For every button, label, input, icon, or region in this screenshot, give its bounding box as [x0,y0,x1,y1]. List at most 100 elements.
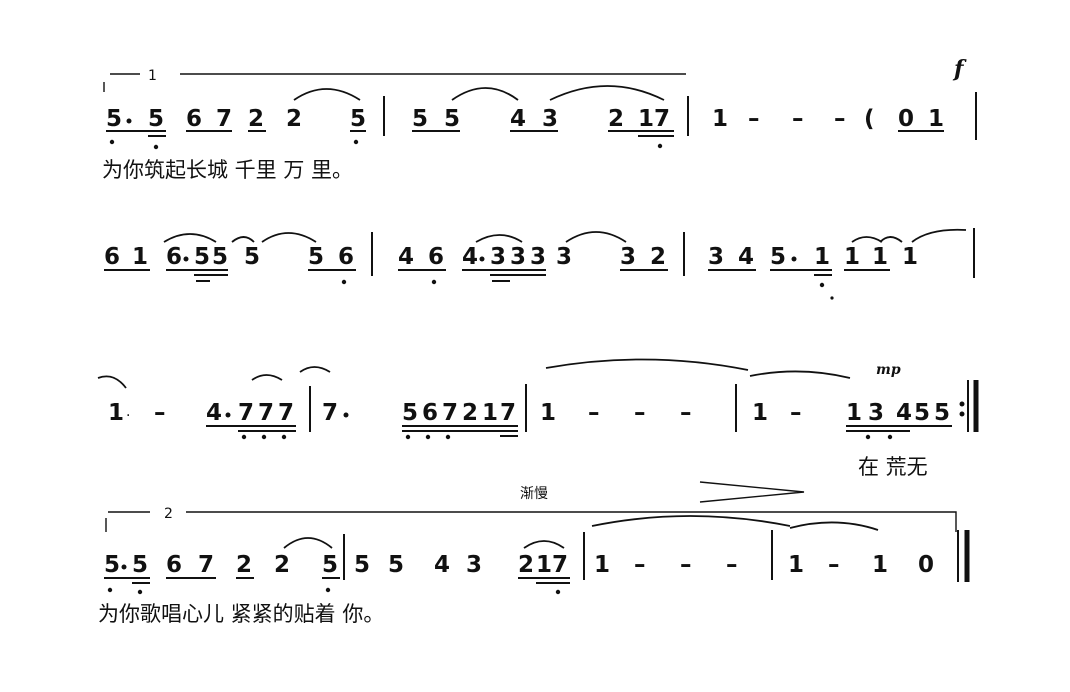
svg-text:5: 5 [388,552,404,578]
svg-text:4: 4 [896,400,912,426]
dynamic-mp: mp [876,362,901,378]
svg-text:2: 2 [286,106,302,132]
svg-text:6: 6 [186,106,202,132]
svg-text:4: 4 [462,244,478,270]
svg-text:5: 5 [148,106,164,132]
svg-text:3: 3 [530,244,546,270]
svg-text:5: 5 [354,552,370,578]
row-4-barlines [343,530,970,582]
row-1-barlines [383,92,977,140]
svg-text:1: 1 [846,400,862,426]
svg-text:5: 5 [106,106,122,132]
svg-text:–: – [634,400,646,426]
svg-text:6: 6 [104,244,120,270]
svg-text:3: 3 [490,244,506,270]
row-3-lyrics: 在 荒无 [858,455,928,479]
svg-text:·: · [126,408,130,424]
svg-text:–: – [680,400,692,426]
row-1-lyrics: 为你筑起长城 千里 万 里。 [102,158,353,182]
row-2-notes: 6 1 6 5 5 5 5 6 4 6 4 3 3 3 3 3 2 3 4 5 … [104,244,918,270]
row-3-ties [97,358,851,389]
svg-text:3: 3 [620,244,636,270]
svg-text:5: 5 [770,244,786,270]
svg-text:1: 1 [536,552,552,578]
svg-text:1: 1 [928,106,944,132]
svg-text:1: 1 [872,244,888,270]
row-3-notes: 1 · – 4 7 7 7 7 5 6 7 2 1 7 1 – – – 1 – … [108,400,965,426]
svg-text:5: 5 [412,106,428,132]
svg-text:5: 5 [308,244,324,270]
svg-text:2: 2 [518,552,534,578]
svg-text:5: 5 [914,400,930,426]
svg-text:6: 6 [428,244,444,270]
svg-text:5: 5 [212,244,228,270]
svg-text:0: 0 [898,106,914,132]
svg-text:–: – [790,400,802,426]
row-1-ties [293,85,665,101]
svg-text:(: ( [864,106,875,132]
svg-text:3: 3 [708,244,724,270]
svg-text:4: 4 [206,400,222,426]
svg-text:5: 5 [934,400,950,426]
svg-text:7: 7 [258,400,274,426]
svg-text:2: 2 [248,106,264,132]
svg-text:5: 5 [444,106,460,132]
svg-text:1: 1 [752,400,768,426]
svg-text:4: 4 [510,106,526,132]
svg-text:1: 1 [594,552,610,578]
tempo-mark-rit: 渐慢 [520,485,548,502]
svg-text:1: 1 [540,400,556,426]
row-2-underlines [104,269,890,300]
svg-text:–: – [588,400,600,426]
svg-text:7: 7 [500,400,516,426]
svg-text:7: 7 [278,400,294,426]
svg-text:1: 1 [712,106,728,132]
row-3-underlines [206,425,952,440]
svg-text:–: – [634,552,646,578]
svg-text:2: 2 [608,106,624,132]
svg-text:3: 3 [542,106,558,132]
svg-text:1: 1 [132,244,148,270]
svg-text:5: 5 [132,552,148,578]
svg-text:7: 7 [322,400,338,426]
svg-text:5: 5 [350,106,366,132]
svg-text:5: 5 [194,244,210,270]
svg-text:–: – [792,106,804,132]
svg-text:2: 2 [236,552,252,578]
svg-text:5: 5 [322,552,338,578]
svg-text:1: 1 [638,106,654,132]
svg-text:2: 2 [650,244,666,270]
svg-text:4: 4 [738,244,754,270]
volta-2-bracket [105,511,957,532]
svg-text:5: 5 [104,552,120,578]
volta-2-label: 2 [164,506,173,522]
row-4-lyrics: 为你歌唱心儿 紧紧的贴着 你。 [98,602,384,626]
volta-1-label: 1 [148,68,157,84]
svg-text:–: – [748,106,760,132]
svg-text:1: 1 [108,400,124,426]
svg-text:–: – [726,552,738,578]
svg-text:7: 7 [238,400,254,426]
dynamic-f: f [952,56,967,82]
svg-text:6: 6 [166,244,182,270]
row-2-barlines [371,228,975,278]
svg-text:1: 1 [788,552,804,578]
svg-text:3: 3 [868,400,884,426]
svg-text:1: 1 [902,244,918,270]
svg-text:1: 1 [872,552,888,578]
svg-text:–: – [828,552,840,578]
svg-text:4: 4 [434,552,450,578]
row-4-underlines [104,577,570,595]
svg-text:1: 1 [844,244,860,270]
svg-text:2: 2 [462,400,478,426]
decrescendo-hairpin [699,481,805,503]
svg-text:5: 5 [402,400,418,426]
svg-text:7: 7 [198,552,214,578]
svg-text:–: – [680,552,692,578]
svg-text:7: 7 [442,400,458,426]
svg-text:6: 6 [422,400,438,426]
svg-text:3: 3 [510,244,526,270]
svg-text:6: 6 [166,552,182,578]
